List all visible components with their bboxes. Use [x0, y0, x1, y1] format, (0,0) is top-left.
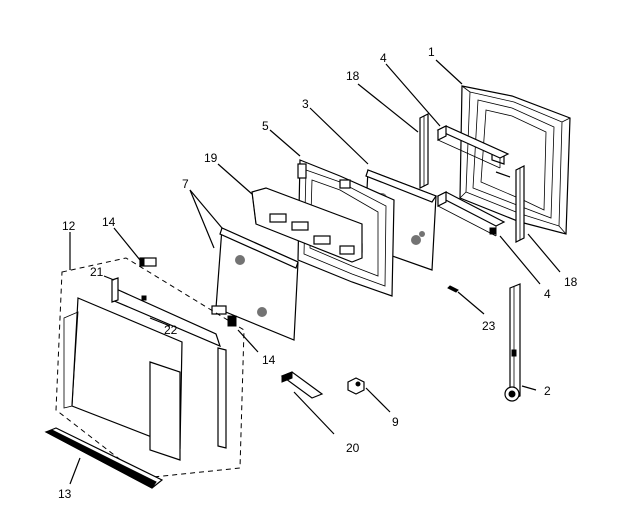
leader-lines — [69, 59, 561, 485]
callout-1: 1 — [428, 45, 435, 59]
part-bracket-strip-20 — [280, 371, 324, 399]
callout-23: 23 — [482, 319, 496, 333]
part-small-bracket-9 — [347, 377, 365, 395]
callout-9: 9 — [392, 415, 399, 429]
part-vertical-trim-bar-lower — [515, 165, 525, 243]
part-door-left-strip — [111, 277, 119, 303]
callout-2: 2 — [544, 384, 551, 398]
part-vent-plate-19 — [251, 187, 363, 263]
callout-13: 13 — [58, 487, 72, 501]
part-clip-upper-14 — [139, 257, 157, 267]
callout-labels: 1 2 3 4 4 5 7 9 12 13 14 14 18 18 19 20 … — [58, 45, 578, 501]
part-hinge-2 — [504, 283, 521, 402]
part-horizontal-trim-bar-upper — [436, 125, 510, 169]
part-door-bottom-trim-13 — [44, 427, 164, 489]
callout-20: 20 — [346, 441, 360, 455]
part-door-right-panel — [149, 361, 181, 461]
callout-18-lower: 18 — [564, 275, 578, 289]
part-door-side-bar-22 — [217, 347, 227, 449]
callout-14-upper: 14 — [102, 215, 116, 229]
part-glass-panel-7 — [211, 227, 299, 341]
part-screw-23 — [447, 285, 459, 293]
callout-22: 22 — [164, 323, 178, 337]
callout-19: 19 — [204, 151, 218, 165]
part-vertical-trim-bar-upper — [419, 113, 429, 189]
callout-3: 3 — [302, 97, 309, 111]
callout-14-lower: 14 — [262, 353, 276, 367]
callout-18-upper: 18 — [346, 69, 360, 83]
callout-21: 21 — [90, 265, 104, 279]
part-door-assembly-outline — [55, 257, 245, 479]
callout-7: 7 — [182, 177, 189, 191]
part-outer-door-frame — [459, 85, 571, 235]
callout-4-lower: 4 — [544, 287, 551, 301]
callout-5: 5 — [262, 119, 269, 133]
callout-12: 12 — [62, 219, 76, 233]
callout-4-upper: 4 — [380, 51, 387, 65]
part-horizontal-trim-bar-lower — [436, 191, 506, 237]
